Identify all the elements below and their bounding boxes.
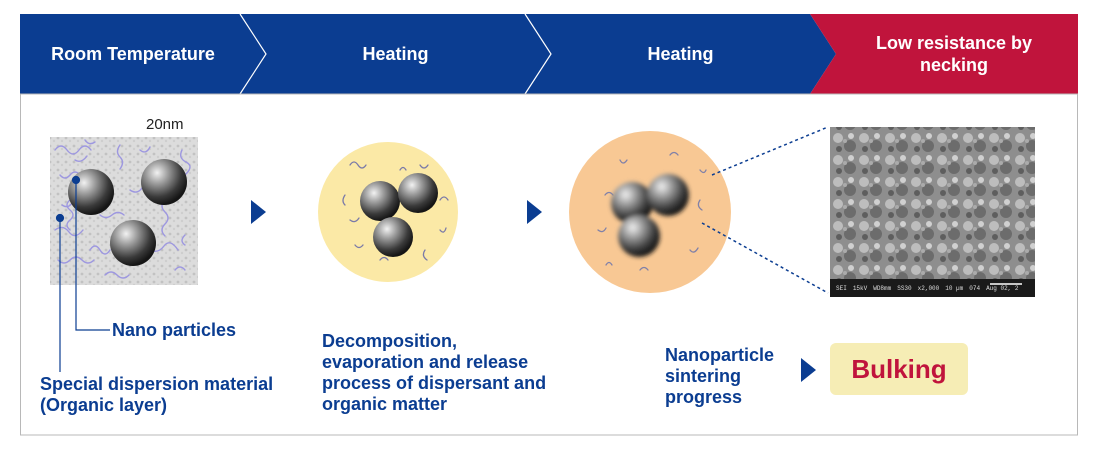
caption-nano-particles: Nano particles [112, 320, 237, 340]
sem-info-0: SEI [836, 284, 847, 292]
leader-dispersion [55, 213, 65, 372]
stage-chevron-4 [810, 14, 1078, 94]
leader-nano-particles [71, 175, 110, 331]
caption-decomposition-line3: process of dispersant and [322, 373, 547, 393]
stage-chevron-3 [525, 14, 836, 94]
sem-info-4: x2,000 [917, 284, 940, 292]
scale-label: 20nm [146, 116, 184, 133]
chevron-divider-2 [524, 13, 552, 95]
stage-label-heating-1: Heating [362, 44, 429, 64]
caption-decomposition-line4: organic matter [322, 394, 448, 414]
sem-micrograph [830, 127, 1035, 297]
sem-info-5: 10 µm [945, 284, 964, 292]
tem-image [50, 137, 198, 285]
process-arrow-3 [801, 358, 816, 382]
caption-decomposition: Decomposition, evaporation and release p… [322, 331, 546, 415]
caption-dispersion-line2: (Organic layer) [40, 395, 168, 415]
caption-dispersion-line1: Special dispersion material [40, 374, 274, 394]
caption-decomposition-line2: evaporation and release [322, 352, 529, 372]
stage-chevron-1 [20, 14, 266, 94]
stage-label-room-temperature: Room Temperature [51, 44, 215, 64]
zoom-line-top [711, 126, 829, 176]
bulking-badge: Bulking [830, 343, 968, 395]
sem-info-bar: SEI 15kV WD8mm SS30 x2,000 10 µm 074 Aug… [830, 279, 1035, 297]
sem-info-1: 15kV [852, 284, 868, 292]
sem-info-6: 074 [969, 284, 981, 292]
chevron-divider-1 [239, 13, 267, 95]
caption-sintering-line3: progress [665, 387, 743, 407]
stage-label-heating-2: Heating [647, 44, 714, 64]
caption-sintering-line1: Nanoparticle [665, 345, 775, 365]
sem-info-7: Aug 02, 2 [986, 284, 1019, 292]
sem-info-2: WD8mm [873, 284, 892, 292]
caption-decomposition-line1: Decomposition, [322, 331, 458, 351]
stage-label-low-resistance: Low resistance by necking [875, 33, 1033, 75]
content-frame [20, 93, 1078, 436]
heating-stage-2-illustration [569, 131, 731, 293]
sem-info-3: SS30 [897, 284, 912, 292]
zoom-line-bottom [701, 222, 829, 294]
caption-sintering: Nanoparticle sintering progress [665, 345, 774, 408]
process-arrow-2 [527, 200, 542, 224]
process-arrow-1 [251, 200, 266, 224]
caption-dispersion: Special dispersion material (Organic lay… [40, 374, 273, 416]
caption-sintering-line2: sintering [665, 366, 742, 386]
stage-chevron-2 [240, 14, 551, 94]
heating-stage-1-illustration [318, 142, 458, 282]
